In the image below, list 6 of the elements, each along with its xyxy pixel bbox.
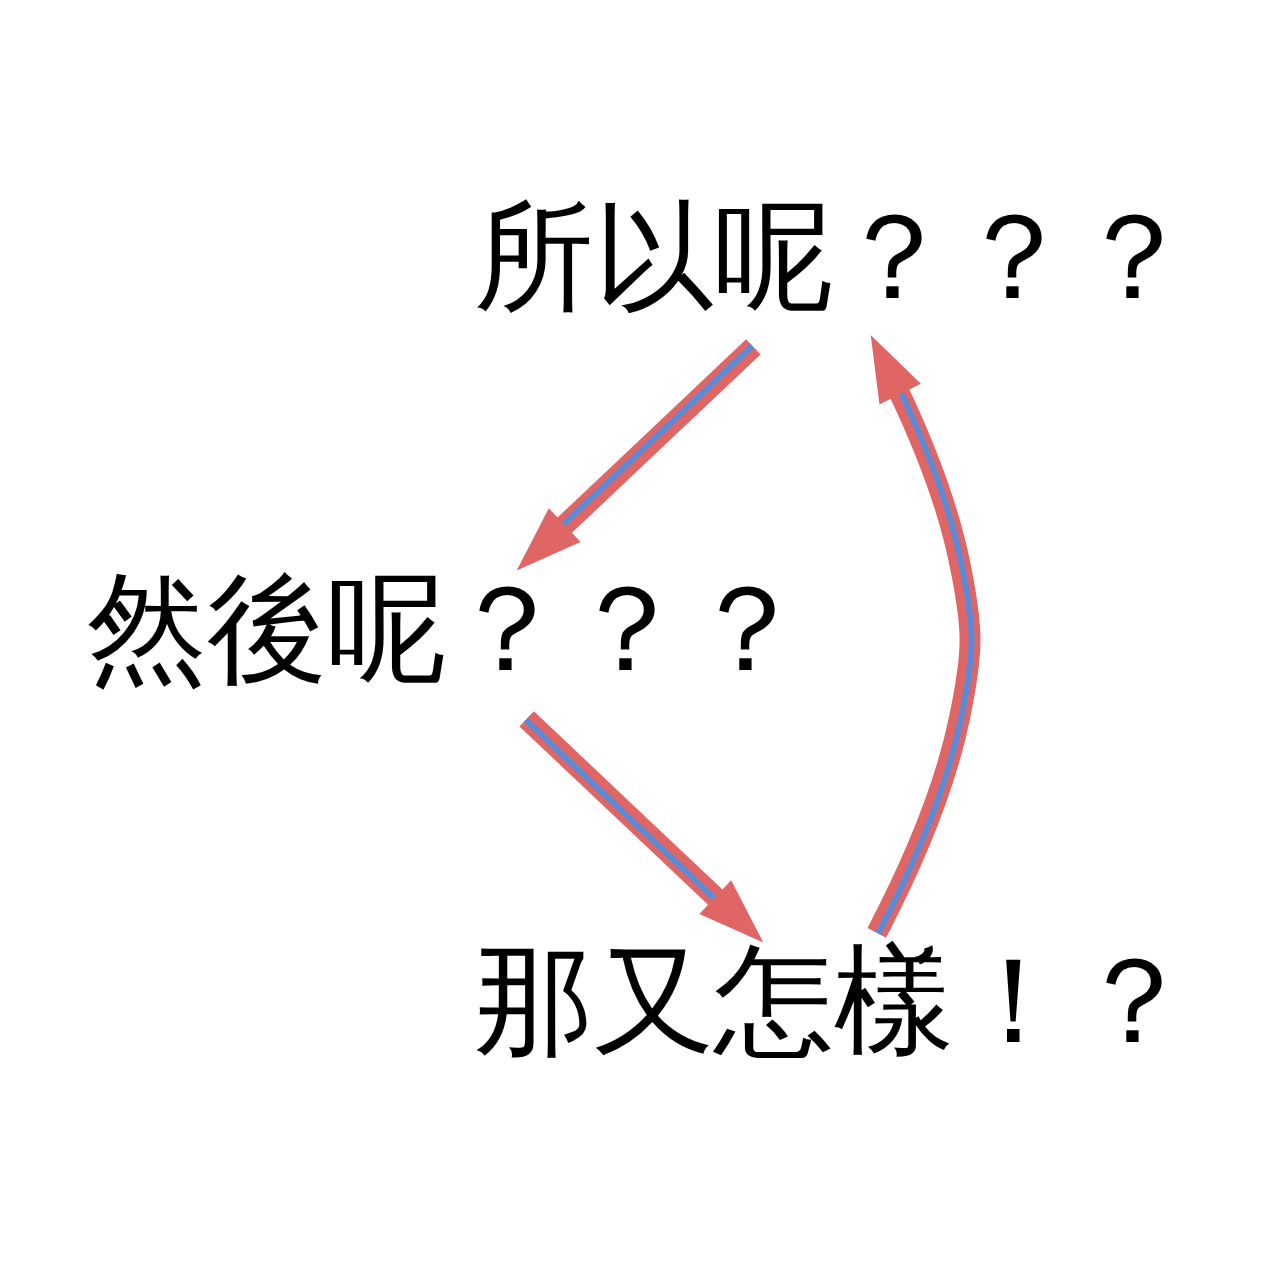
arrow — [867, 335, 981, 938]
arrow — [516, 339, 761, 571]
node-text: 然後呢？？？ — [86, 559, 807, 698]
arrow — [519, 711, 764, 943]
node-text: 所以呢？？？ — [473, 187, 1194, 326]
node-text: 那又怎樣！？ — [473, 931, 1194, 1070]
